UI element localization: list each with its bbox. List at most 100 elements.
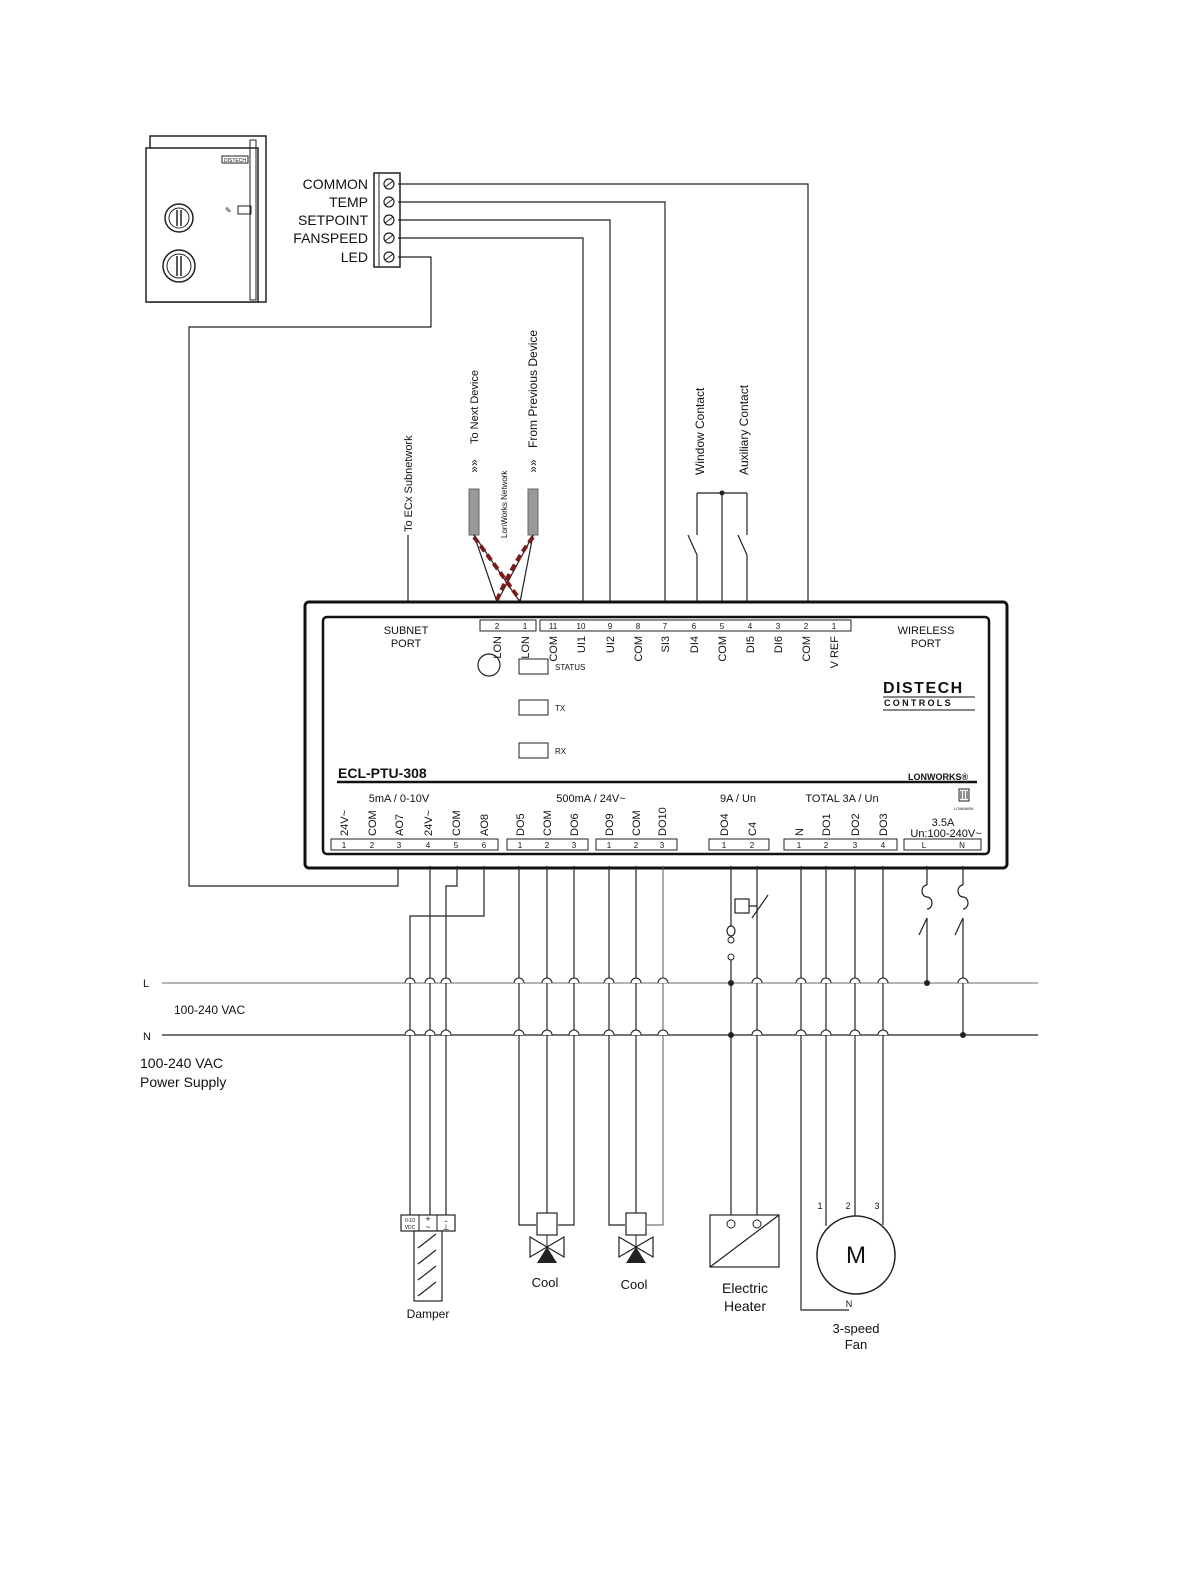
bottom-terminal-label: DO10: [657, 807, 669, 836]
damper-sig-1: 0-10: [405, 1218, 415, 1224]
damper-sig-2: VDC: [405, 1225, 416, 1231]
prev-arrow-icon: »»: [526, 459, 540, 473]
group-relay-label: 9A / Un: [720, 793, 756, 805]
cool-valve-1-icon: [529, 1212, 565, 1263]
bottom-terminal-label: DO3: [878, 813, 890, 836]
top-terminal-number: 4: [748, 622, 753, 631]
status-led: [518, 658, 549, 675]
top-terminal-label: LON: [492, 636, 504, 659]
wire-common: [398, 183, 809, 620]
top-terminal-number: 2: [495, 622, 500, 631]
bottom-terminal-label: DO4: [719, 813, 731, 836]
fan-label-1: 3-speed: [833, 1321, 880, 1336]
lonmark-label: LONMARK: [954, 806, 974, 811]
fan-label-2: Fan: [845, 1337, 867, 1352]
top-terminal-number: 9: [608, 622, 613, 631]
lon-network-label: LonWorks Network: [500, 470, 509, 538]
sensor-terminal-label: LED: [341, 249, 368, 265]
bottom-terminal-number: 1: [518, 841, 523, 850]
supply-label-2: Power Supply: [140, 1074, 226, 1090]
wire-ao8-damper: [409, 866, 485, 1215]
line-n-label: N: [143, 1031, 151, 1043]
bottom-terminal-number: 1: [797, 841, 802, 850]
rx-led: [518, 742, 549, 759]
bottom-terminal-number: 1: [607, 841, 612, 850]
top-terminal-number: 7: [663, 622, 668, 631]
top-terminal-number: 6: [692, 622, 697, 631]
cool-label-2: Cool: [621, 1277, 648, 1292]
aux-contact-label: Auxiliary Contact: [737, 384, 751, 475]
bottom-terminal-number: 2: [545, 841, 550, 850]
top-terminal-label: DI4: [689, 636, 701, 653]
bottom-terminal-label: C4: [747, 822, 759, 836]
bottom-terminal-number: 2: [824, 841, 829, 850]
bottom-terminal-number: 1: [722, 841, 727, 850]
top-terminal-number: 1: [832, 622, 837, 631]
bottom-terminal-number: 6: [482, 841, 487, 850]
wire-temp: [398, 201, 666, 620]
bottom-terminal-label: DO2: [850, 813, 862, 836]
bottom-terminal-number: 3: [397, 841, 402, 850]
bottom-terminal-label: COM: [367, 810, 379, 836]
tx-led: [518, 699, 549, 716]
subnet-label: To ECx Subnetwork: [403, 435, 415, 532]
sensor-terminal-label: SETPOINT: [298, 212, 368, 228]
top-terminal-number: 10: [577, 622, 586, 631]
group-ao-label: 5mA / 0-10V: [369, 793, 430, 805]
power-lines: [162, 982, 1038, 1036]
bottom-terminal-label: DO9: [604, 813, 616, 836]
svg-text:-: -: [445, 1216, 448, 1226]
top-terminal-number: 8: [636, 622, 641, 631]
bottom-terminal-number: 3: [572, 841, 577, 850]
line-l-label: L: [143, 978, 149, 990]
rx-label: RX: [555, 747, 567, 756]
model-bold: ECL: [338, 765, 366, 781]
bottom-terminal-label: COM: [542, 810, 554, 836]
wire-led: [188, 256, 432, 887]
top-terminal-label: COM: [801, 636, 813, 662]
wire-com-damper: [445, 866, 458, 1215]
top-terminal-number: 2: [804, 622, 809, 631]
service-button[interactable]: [477, 653, 501, 677]
bottom-terminal-label: 24V~: [423, 810, 435, 836]
subnet-port-label: SUBNET: [384, 625, 429, 637]
electric-heater-icon: [709, 1214, 780, 1268]
motor-label: M: [846, 1242, 866, 1269]
bottom-terminal-number: 2: [370, 841, 375, 850]
bottom-terminal-label: 24V~: [339, 810, 351, 836]
led-indicator-icon: [237, 205, 252, 215]
bottom-terminal-label: AO8: [479, 814, 491, 836]
wireless-port-label: WIRELESS: [898, 625, 955, 637]
heater-label-1: Electric: [722, 1280, 768, 1296]
fanspeed-knob-icon: [162, 249, 196, 283]
bottom-terminal-number: 3: [853, 841, 858, 850]
sensor-brand: DISTECH: [224, 158, 246, 164]
top-terminal-label: UI2: [605, 636, 617, 653]
bottom-terminal-number: 4: [881, 841, 886, 850]
heater-relay: [726, 894, 769, 961]
model-rest: -PTU-308: [366, 765, 427, 781]
top-terminal-label: DI5: [745, 636, 757, 653]
subnet-port-label-2: PORT: [391, 638, 422, 650]
next-arrow-icon: »»: [467, 459, 481, 473]
top-terminal-label: LON: [520, 636, 532, 659]
brand-distech: DISTECH: [883, 680, 964, 697]
svg-text:ECL-PTU-308: ECL-PTU-308: [338, 765, 427, 781]
bottom-terminal-number: 5: [454, 841, 459, 850]
fuse-rating: 3.5A: [932, 817, 955, 829]
top-terminal-label: COM: [548, 636, 560, 662]
top-terminal-label: UI1: [576, 636, 588, 653]
supply-label-1: 100-240 VAC: [140, 1055, 223, 1071]
bottom-terminal-label: DO1: [821, 813, 833, 836]
top-terminal-label: COM: [717, 636, 729, 662]
svg-text:✎: ✎: [225, 206, 232, 215]
bottom-terminal-label: AO7: [394, 814, 406, 836]
lonworks-logo: LONWORKS®: [908, 772, 968, 782]
sensor-terminal-label: FANSPEED: [293, 230, 368, 246]
supply-fuses: [918, 884, 969, 936]
bottom-terminal-number: 2: [750, 841, 755, 850]
bottom-terminal-number: L: [922, 841, 927, 850]
bottom-terminal-label: COM: [451, 810, 463, 836]
svg-text:+: +: [425, 1214, 430, 1224]
